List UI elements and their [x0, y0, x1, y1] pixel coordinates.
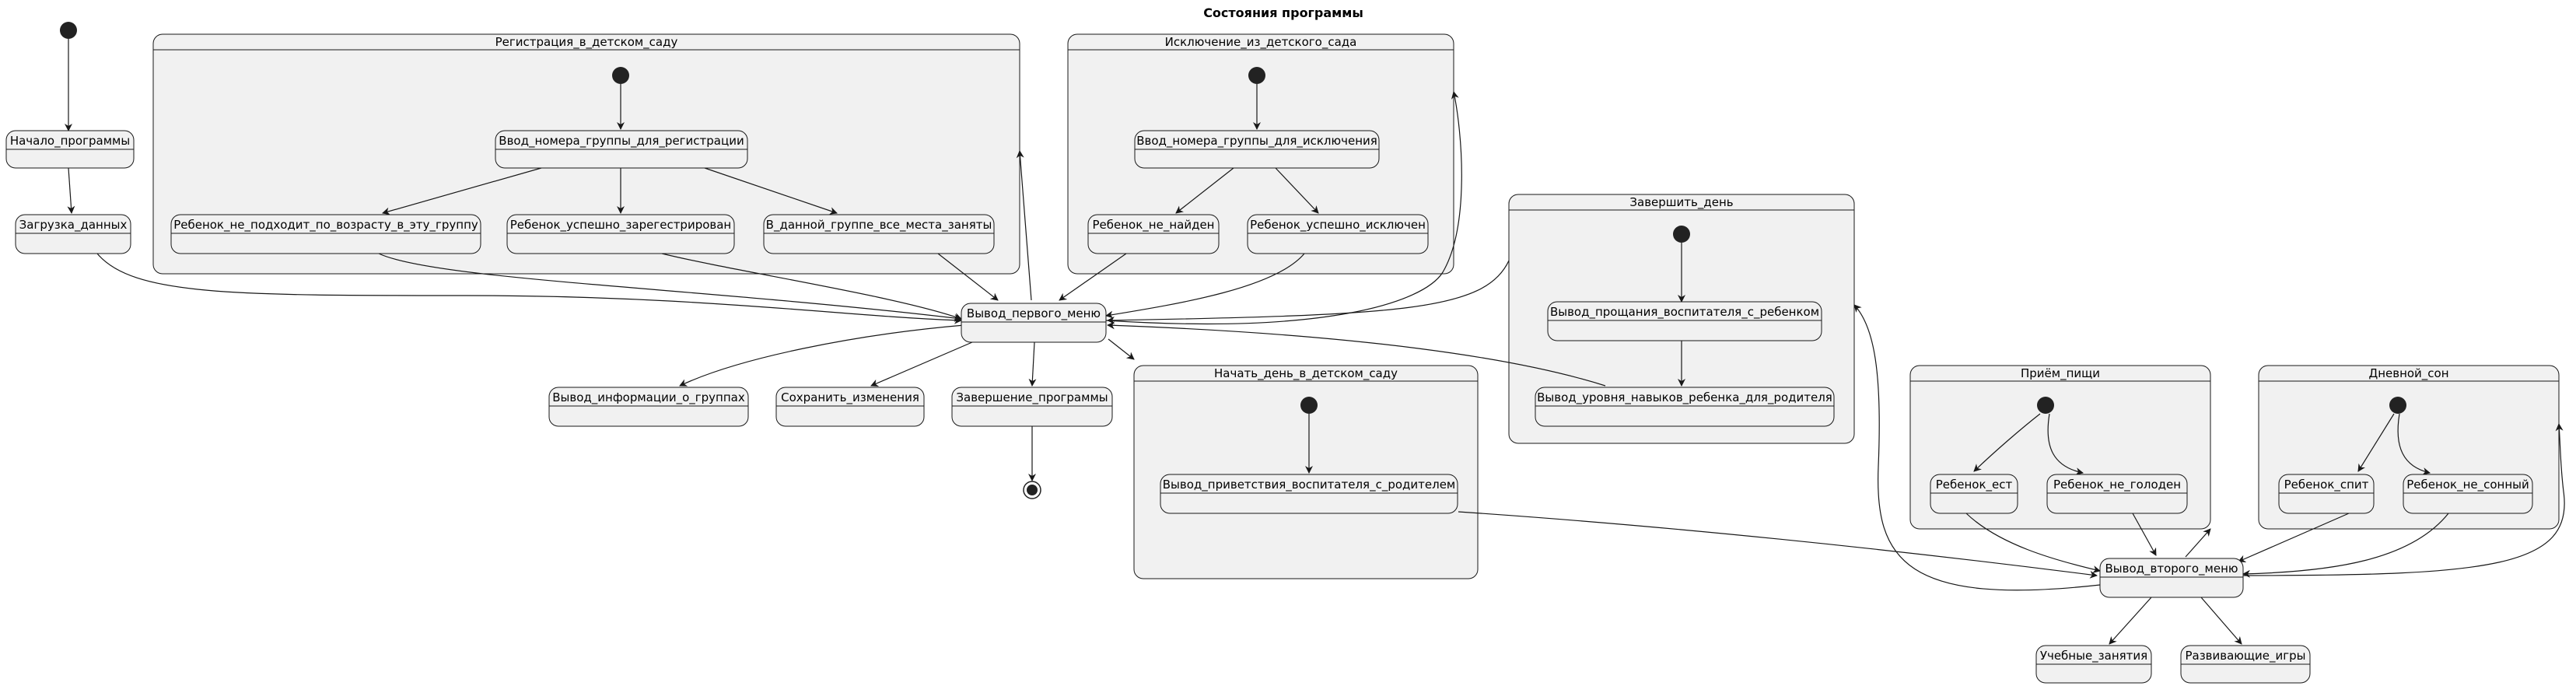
edge-program-start-to-loading	[67, 167, 75, 214]
state-first-menu: Вывод_первого_меню	[961, 303, 1107, 343]
state-child-not-found-label: Ребенок_не_найден	[1093, 218, 1215, 233]
state-child-excluded-label: Ребенок_успешно_исключен	[1250, 218, 1426, 233]
edge-first-menu-to-save	[870, 341, 973, 387]
state-excl-group-input-label: Ввод_номера_группы_для_исключения	[1136, 134, 1377, 149]
edge-first-menu-to-exclusion	[1105, 91, 1462, 325]
initial-pseudostate-registration	[612, 67, 629, 84]
edge-reg-to-wrong-age	[382, 167, 542, 215]
initial-pseudostate-meal	[2037, 397, 2054, 414]
state-skill-level: Вывод_уровня_навыков_ребенка_для_родител…	[1535, 387, 1835, 427]
state-child-registered: Ребенок_успешно_зарегестрирован	[506, 214, 735, 254]
edge-registered-to-first-menu	[661, 253, 962, 320]
initial-pseudostate-start-day	[1300, 397, 1318, 414]
state-reg-group-input: Ввод_номера_группы_для_регистрации	[495, 130, 748, 169]
edges	[65, 39, 2565, 645]
state-second-menu-label: Вывод_второго_меню	[2105, 562, 2238, 576]
diagram-title: Состояния программы	[1203, 5, 1363, 20]
edge-second-menu-to-end-day	[1853, 304, 2101, 591]
state-group-full: В_данной_группе_все_места_заняты	[763, 214, 995, 254]
edge-first-menu-to-group-info	[679, 324, 965, 387]
state-teacher-farewell: Вывод_прощания_воспитателя_с_ребенком	[1547, 301, 1822, 341]
edge-second-menu-to-lessons	[2109, 597, 2152, 645]
edge-group-full-to-first-menu	[937, 253, 999, 301]
edge-second-menu-to-games	[2200, 597, 2242, 645]
composite-nap-label: Дневной_сон	[2368, 366, 2448, 381]
state-child-not-hungry-label: Ребенок_не_голоден	[2053, 478, 2181, 492]
state-first-menu-label: Вывод_первого_меню	[967, 306, 1101, 321]
state-child-registered-label: Ребенок_успешно_зарегестрирован	[510, 218, 732, 233]
edge-first-menu-to-end	[1028, 341, 1037, 387]
edge-skill-to-first-menu	[1107, 321, 1606, 387]
state-program-end: Завершение_программы	[951, 387, 1113, 427]
state-group-info-label: Вывод_информации_о_группах	[552, 390, 745, 405]
state-child-sleeping-label: Ребенок_спит	[2284, 478, 2369, 492]
composite-end-day-label: Завершить_день	[1629, 195, 1733, 210]
initial-pseudostate-nap	[2389, 397, 2406, 414]
edge-second-menu-to-meal	[2185, 528, 2211, 558]
initial-pseudostate-end-day	[1673, 226, 1690, 243]
state-reg-group-input-label: Ввод_номера_группы_для_регистрации	[499, 134, 744, 149]
edge-not-sleepy-to-second-menu	[2242, 513, 2449, 578]
state-child-not-hungry: Ребенок_не_голоден	[2046, 474, 2188, 514]
composite-start-day-label: Начать_день_в_детском_саду	[1214, 366, 1398, 381]
state-group-full-label: В_данной_группе_все_места_заняты	[766, 218, 992, 233]
edge-reg-to-group-full	[704, 167, 838, 215]
state-child-excluded: Ребенок_успешно_исключен	[1247, 214, 1429, 254]
edge-meal-start-to-eating	[1973, 413, 2041, 472]
state-teacher-greeting-label: Вывод_приветствия_воспитателя_с_родителе…	[1163, 478, 1456, 492]
initial-pseudostate-exclusion	[1248, 67, 1265, 84]
state-child-not-sleepy-label: Ребенок_не_сонный	[2406, 478, 2529, 492]
edge-nap-start-to-not-sleepy	[2397, 413, 2431, 475]
state-lessons: Учебные_занятия	[2035, 645, 2152, 684]
edge-first-menu-to-registration	[1016, 150, 1032, 301]
state-data-loading: Загрузка_данных	[15, 214, 131, 254]
edge-sleeping-to-second-menu	[2238, 513, 2350, 562]
composite-registration-label: Регистрация_в_детском_саду	[495, 35, 678, 50]
state-child-not-found: Ребенок_не_найден	[1087, 214, 1220, 254]
edge-excl-to-not-found	[1175, 167, 1234, 214]
state-teacher-greeting: Вывод_приветствия_воспитателя_с_родителе…	[1160, 474, 1458, 514]
state-skill-level-label: Вывод_уровня_навыков_ребенка_для_родител…	[1537, 390, 1832, 405]
state-child-wrong-age-label: Ребенок_не_подходит_по_возрасту_в_эту_гр…	[173, 218, 478, 233]
state-program-start: Начало_программы	[5, 130, 135, 169]
state-child-not-sleepy: Ребенок_не_сонный	[2403, 474, 2533, 514]
edge-eating-to-second-menu	[1965, 513, 2101, 573]
edge-not-found-to-first-menu	[1059, 253, 1127, 301]
state-lessons-label: Учебные_занятия	[2040, 649, 2147, 663]
state-child-wrong-age: Ребенок_не_подходит_по_возрасту_в_эту_гр…	[170, 214, 481, 254]
state-games: Развивающие_игры	[2180, 645, 2311, 684]
state-excl-group-input: Ввод_номера_группы_для_исключения	[1134, 130, 1380, 169]
state-teacher-farewell-label: Вывод_прощания_воспитателя_с_ребенком	[1550, 305, 1819, 320]
state-child-eating-label: Ребенок_ест	[1936, 478, 2013, 492]
edge-end-day-to-first-menu	[1107, 260, 1510, 324]
edge-excl-to-excluded	[1275, 167, 1319, 214]
composite-exclusion-label: Исключение_из_детского_сада	[1165, 35, 1357, 50]
state-child-sleeping: Ребенок_спит	[2278, 474, 2375, 514]
state-second-menu: Вывод_второго_меню	[2099, 558, 2244, 598]
edge-wrong-age-to-first-menu	[378, 253, 962, 322]
state-program-end-label: Завершение_программы	[956, 390, 1108, 405]
edge-excluded-to-first-menu	[1105, 253, 1305, 319]
state-group-info: Вывод_информации_о_группах	[548, 387, 749, 427]
edge-meal-start-to-not-hungry	[2047, 413, 2084, 476]
state-program-start-label: Начало_программы	[10, 134, 130, 149]
edge-nap-start-to-sleeping	[2357, 413, 2395, 472]
edge-loading-to-first-menu	[96, 253, 962, 324]
state-child-eating: Ребенок_ест	[1930, 474, 2018, 514]
state-data-loading-label: Загрузка_данных	[19, 218, 128, 233]
state-save-changes: Сохранить_изменения	[775, 387, 925, 427]
edge-not-hungry-to-second-menu	[2132, 513, 2157, 556]
edge-first-menu-to-start-day	[1108, 338, 1135, 360]
state-games-label: Развивающие_игры	[2185, 649, 2305, 663]
state-save-changes-label: Сохранить_изменения	[781, 390, 919, 405]
edge-second-menu-to-nap	[2242, 423, 2565, 576]
final-pseudostate	[1023, 481, 1041, 499]
initial-pseudostate	[60, 22, 77, 39]
edge-greeting-to-second-menu	[1458, 511, 2098, 579]
composite-meal-label: Приём_пищи	[2021, 366, 2100, 381]
